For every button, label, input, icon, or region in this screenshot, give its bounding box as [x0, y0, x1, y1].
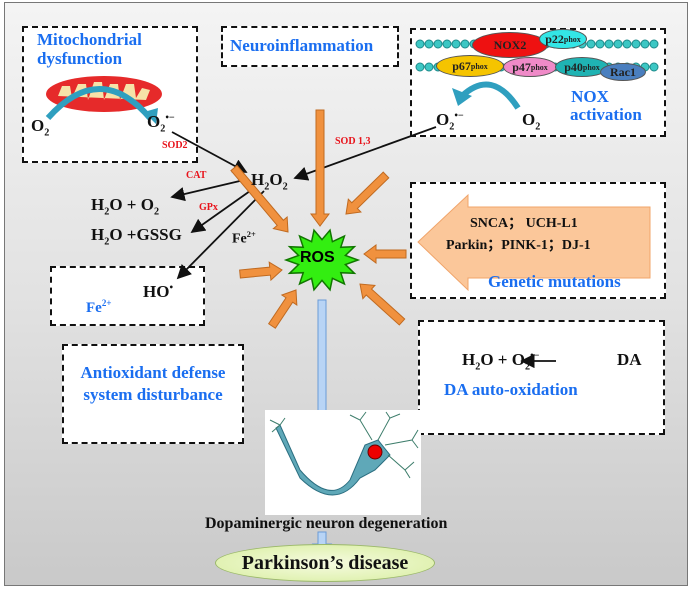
- membrane-bead: [649, 39, 659, 49]
- orange-arrow: [239, 261, 283, 282]
- membrane-bead: [415, 62, 425, 72]
- mito-superoxide: O2•−: [147, 112, 175, 135]
- gpx-label: GPx: [199, 202, 218, 213]
- da-equation: H2O + O2•−: [462, 350, 540, 373]
- cat-arrow: [170, 179, 245, 202]
- neuron-image: [265, 410, 421, 515]
- orange-arrow: [267, 289, 298, 329]
- h2o2: H2O2: [251, 170, 288, 193]
- neuroinflammation-box: [221, 26, 399, 67]
- membrane-bead: [622, 39, 632, 49]
- orange-arrow: [363, 244, 407, 264]
- fenton-fe: Fe2+: [86, 298, 112, 316]
- membrane-bead: [649, 62, 659, 72]
- da-title: DA auto-oxidation: [444, 380, 578, 399]
- nox-protein-nox2: NOX2: [472, 32, 548, 58]
- mito-o2: O2: [31, 116, 50, 139]
- nox-curve-arrow: [459, 81, 521, 110]
- neuroinflammation-title: Neuroinflammation: [230, 36, 374, 55]
- membrane-bead: [442, 39, 452, 49]
- membrane-bead: [613, 39, 623, 49]
- cat-label: CAT: [186, 170, 207, 181]
- fenton-arrow: [176, 190, 265, 280]
- da-label: DA: [617, 350, 642, 369]
- orange-arrow: [230, 164, 289, 233]
- genes-line1: SNCA； UCH-L1: [470, 216, 578, 231]
- mitochondrion-icon: [45, 76, 162, 124]
- ros-star: [283, 228, 361, 292]
- membrane-bead: [451, 39, 461, 49]
- degeneration-label: Dopaminergic neuron degeneration: [205, 515, 448, 532]
- membrane-bead: [604, 39, 614, 49]
- product-h2o-gssg: H2O +GSSG: [91, 225, 182, 248]
- sod2-label: SOD2: [162, 140, 188, 151]
- membrane-bead: [433, 39, 443, 49]
- antioxidant-box: [62, 344, 244, 444]
- membrane-bead: [640, 39, 650, 49]
- membrane-bead: [424, 62, 434, 72]
- membrane-bead: [595, 39, 605, 49]
- fe-catalyst: Fe2+: [232, 230, 256, 247]
- product-h2o-o2: H2O + O2: [91, 195, 160, 218]
- nox-protein-rac1: Rac1: [600, 63, 646, 81]
- membrane-bead: [460, 39, 470, 49]
- genes-line2: Parkin；PINK-1；DJ-1: [446, 238, 591, 253]
- nox-o2: O2: [522, 110, 541, 133]
- da-box: [418, 320, 665, 435]
- orange-arrow: [310, 109, 330, 227]
- nox-superoxide: O2•−: [436, 110, 464, 133]
- parkinsons-disease-ellipse: Parkinson’s disease: [215, 544, 435, 582]
- membrane-bead: [631, 39, 641, 49]
- genetic-arrow-shape: [417, 193, 651, 292]
- orange-arrow: [345, 171, 390, 215]
- membrane-bead: [586, 39, 596, 49]
- membrane-bead: [415, 39, 425, 49]
- ros-label: ROS: [300, 249, 335, 266]
- gpx-arrow: [190, 190, 251, 234]
- sod13-label: SOD 1,3: [335, 136, 371, 147]
- hydroxyl-radical: HO•: [143, 282, 174, 301]
- genetic-title: Genetic mutations: [488, 272, 621, 291]
- sod2-arrow: [171, 131, 248, 173]
- membrane-bead: [424, 39, 434, 49]
- orange-arrow: [359, 283, 406, 326]
